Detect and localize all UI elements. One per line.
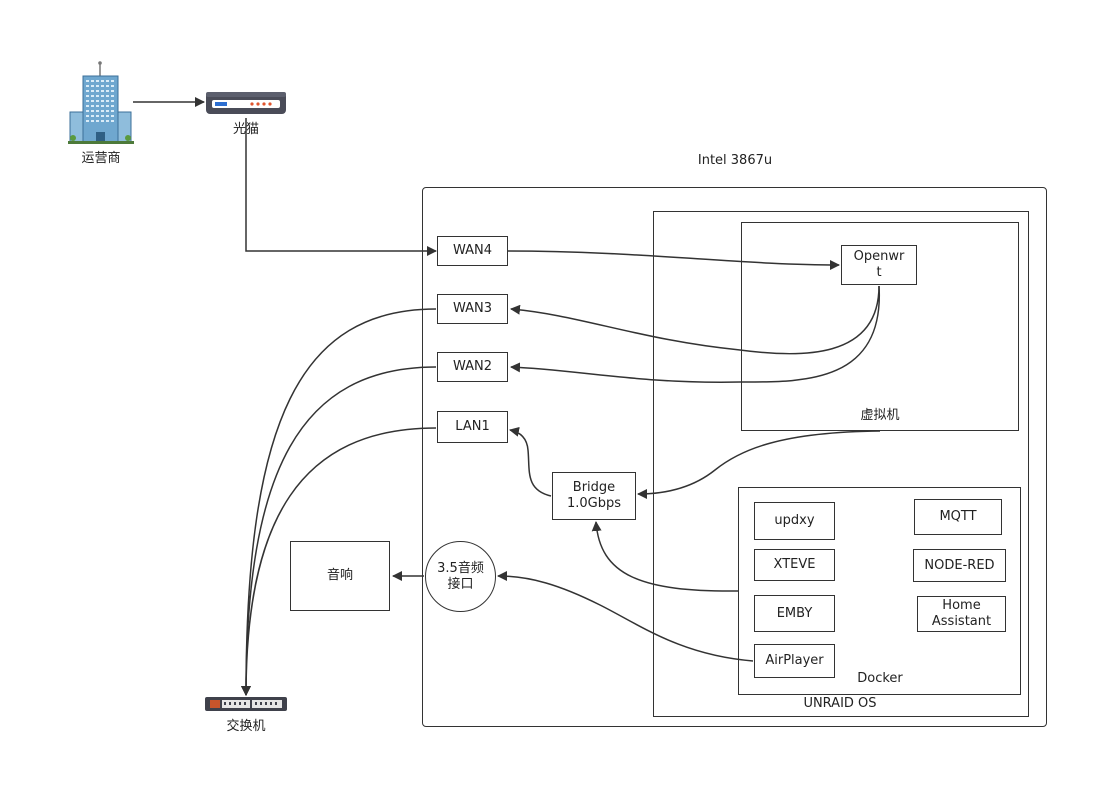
docker-label: Docker [857,671,903,686]
updxy-container: updxy [754,502,835,540]
wan2-port: WAN2 [437,352,508,382]
host-label: Intel 3867u [697,153,773,168]
unraid-label: UNRAID OS [803,696,877,711]
isp-label: 运营商 [81,151,121,166]
unraid-region [653,211,1029,717]
mqtt-container: MQTT [914,499,1002,535]
emby-label: EMBY [776,605,813,621]
xteve-container: XTEVE [754,549,835,581]
switch-label: 交换机 [226,719,266,734]
openwrt-label: Openwr t [853,249,905,280]
emby-container: EMBY [754,595,835,632]
lan1-port: LAN1 [437,411,508,443]
speaker-label: 音响 [326,568,353,583]
wan2-label: WAN2 [452,359,493,374]
edge-wan2-switch [241,366,437,696]
airplayer-container: AirPlayer [754,644,835,678]
home-assistant-label: Home Assistant [931,598,992,629]
openwrt-node: Openwr t [841,245,917,285]
home-assistant-container: Home Assistant [917,596,1006,632]
vm-label: 虚拟机 [860,408,900,423]
edge-docker-bridge [591,521,739,592]
building-icon [68,61,134,144]
wan3-port: WAN3 [437,294,508,324]
edge-openwrt-wan2 [510,285,880,383]
mqtt-label: MQTT [939,509,977,524]
audio-port-node: 3.5音频 接口 [425,541,496,612]
docker-region [738,487,1021,695]
xteve-label: XTEVE [773,557,816,572]
node-red-label: NODE-RED [924,557,995,573]
wan4-port: WAN4 [437,236,508,266]
host-region [422,187,1047,727]
bridge-node: Bridge 1.0Gbps [552,472,636,520]
edge-openwrt-wan3 [510,285,880,355]
connectors [133,97,881,696]
modem-icon [206,92,286,114]
node-red-container: NODE-RED [913,549,1006,582]
bridge-label: Bridge 1.0Gbps [566,480,622,511]
edge-modem-wan4 [245,118,437,256]
edge-wan4-openwrt [507,250,840,270]
wan3-label: WAN3 [452,301,493,316]
vm-region [741,222,1019,431]
edge-lan1-switch [241,427,437,696]
speaker-node: 音响 [290,541,390,611]
edge-wan3-switch [241,308,437,696]
wan4-label: WAN4 [452,243,493,258]
edge-vm-bridge [637,430,881,499]
edge-bridge-lan1 [509,426,552,497]
network-switch-icon [205,697,287,711]
edge-airplayer-audioport [497,571,754,662]
modem-label: 光猫 [232,122,259,137]
updxy-label: updxy [774,513,815,528]
audio-port-label: 3.5音频 接口 [437,560,484,592]
lan1-label: LAN1 [455,419,490,434]
airplayer-label: AirPlayer [765,653,824,668]
